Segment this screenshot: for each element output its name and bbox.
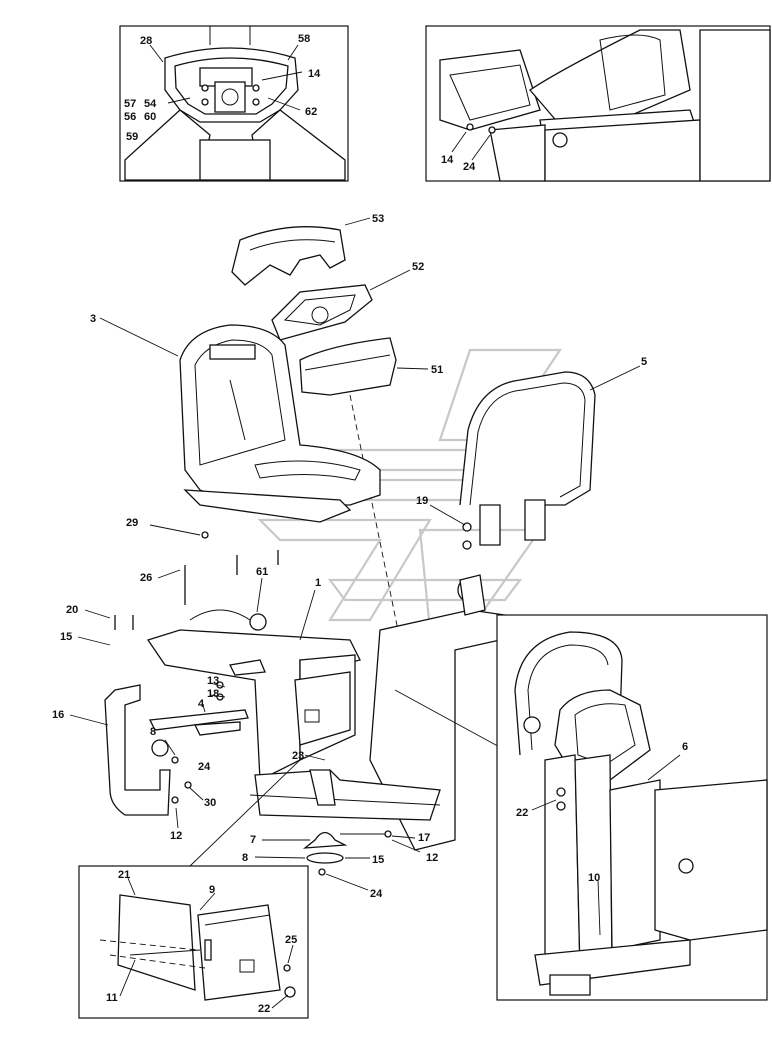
callout-10: 10 — [588, 872, 600, 884]
callout-61: 61 — [256, 566, 268, 578]
callout-5: 5 — [641, 356, 647, 368]
callout-62: 62 — [305, 106, 317, 118]
callout-12: 12 — [426, 852, 438, 864]
callout-4: 4 — [198, 698, 205, 710]
mount-parts — [254, 830, 421, 891]
callout-17: 17 — [418, 832, 430, 844]
callout-26: 26 — [140, 572, 152, 584]
callout-54: 54 — [144, 98, 157, 110]
callout-labels: 28 58 14 57 54 56 60 62 59 14 24 53 52 3… — [52, 33, 688, 1015]
inset-control-panel — [119, 25, 349, 182]
seat-frame-1 — [146, 577, 361, 782]
callout-8: 8 — [150, 726, 156, 738]
callout-15: 15 — [372, 854, 384, 866]
cover-51 — [299, 337, 429, 641]
callout-1: 1 — [315, 577, 321, 589]
callout-12: 12 — [170, 830, 182, 842]
panel-52 — [271, 269, 411, 341]
inset-side-panel — [78, 759, 309, 1019]
callout-20: 20 — [66, 604, 78, 616]
inset-assembled-view — [496, 614, 768, 1001]
callout-24: 24 — [370, 888, 383, 900]
callout-21: 21 — [118, 869, 130, 881]
callout-24: 24 — [198, 761, 211, 773]
callout-28: 28 — [140, 35, 152, 47]
callout-56: 56 — [124, 111, 136, 123]
callout-14: 14 — [308, 68, 321, 80]
callout-57: 57 — [124, 98, 136, 110]
callout-14: 14 — [441, 154, 454, 166]
callout-9: 9 — [209, 884, 215, 896]
callout-18: 18 — [207, 688, 219, 700]
callout-51: 51 — [431, 364, 443, 376]
callout-3: 3 — [90, 313, 96, 325]
callout-29: 29 — [126, 517, 138, 529]
handle-5 — [429, 365, 641, 550]
bolts — [77, 524, 279, 646]
callout-19: 19 — [416, 495, 428, 507]
cover-53 — [231, 217, 371, 286]
callout-24: 24 — [463, 161, 476, 173]
seat-3 — [99, 317, 381, 523]
callout-6: 6 — [682, 741, 688, 753]
callout-59: 59 — [126, 131, 138, 143]
plate-4 — [148, 681, 249, 736]
callout-8: 8 — [242, 852, 248, 864]
handle-16 — [69, 684, 204, 829]
inset-seat-rear-view — [425, 25, 771, 182]
callout-25: 25 — [285, 934, 297, 946]
callout-53: 53 — [372, 213, 384, 225]
callout-22: 22 — [516, 807, 528, 819]
callout-58: 58 — [298, 33, 310, 45]
callout-23: 23 — [292, 750, 304, 762]
callout-11: 11 — [106, 992, 118, 1004]
callout-30: 30 — [204, 797, 216, 809]
callout-13: 13 — [207, 675, 219, 687]
callout-15: 15 — [60, 631, 72, 643]
callout-16: 16 — [52, 709, 64, 721]
callout-7: 7 — [250, 834, 256, 846]
callout-52: 52 — [412, 261, 424, 273]
callout-60: 60 — [144, 111, 156, 123]
bracket-assembly — [249, 574, 506, 851]
callout-22: 22 — [258, 1003, 270, 1015]
